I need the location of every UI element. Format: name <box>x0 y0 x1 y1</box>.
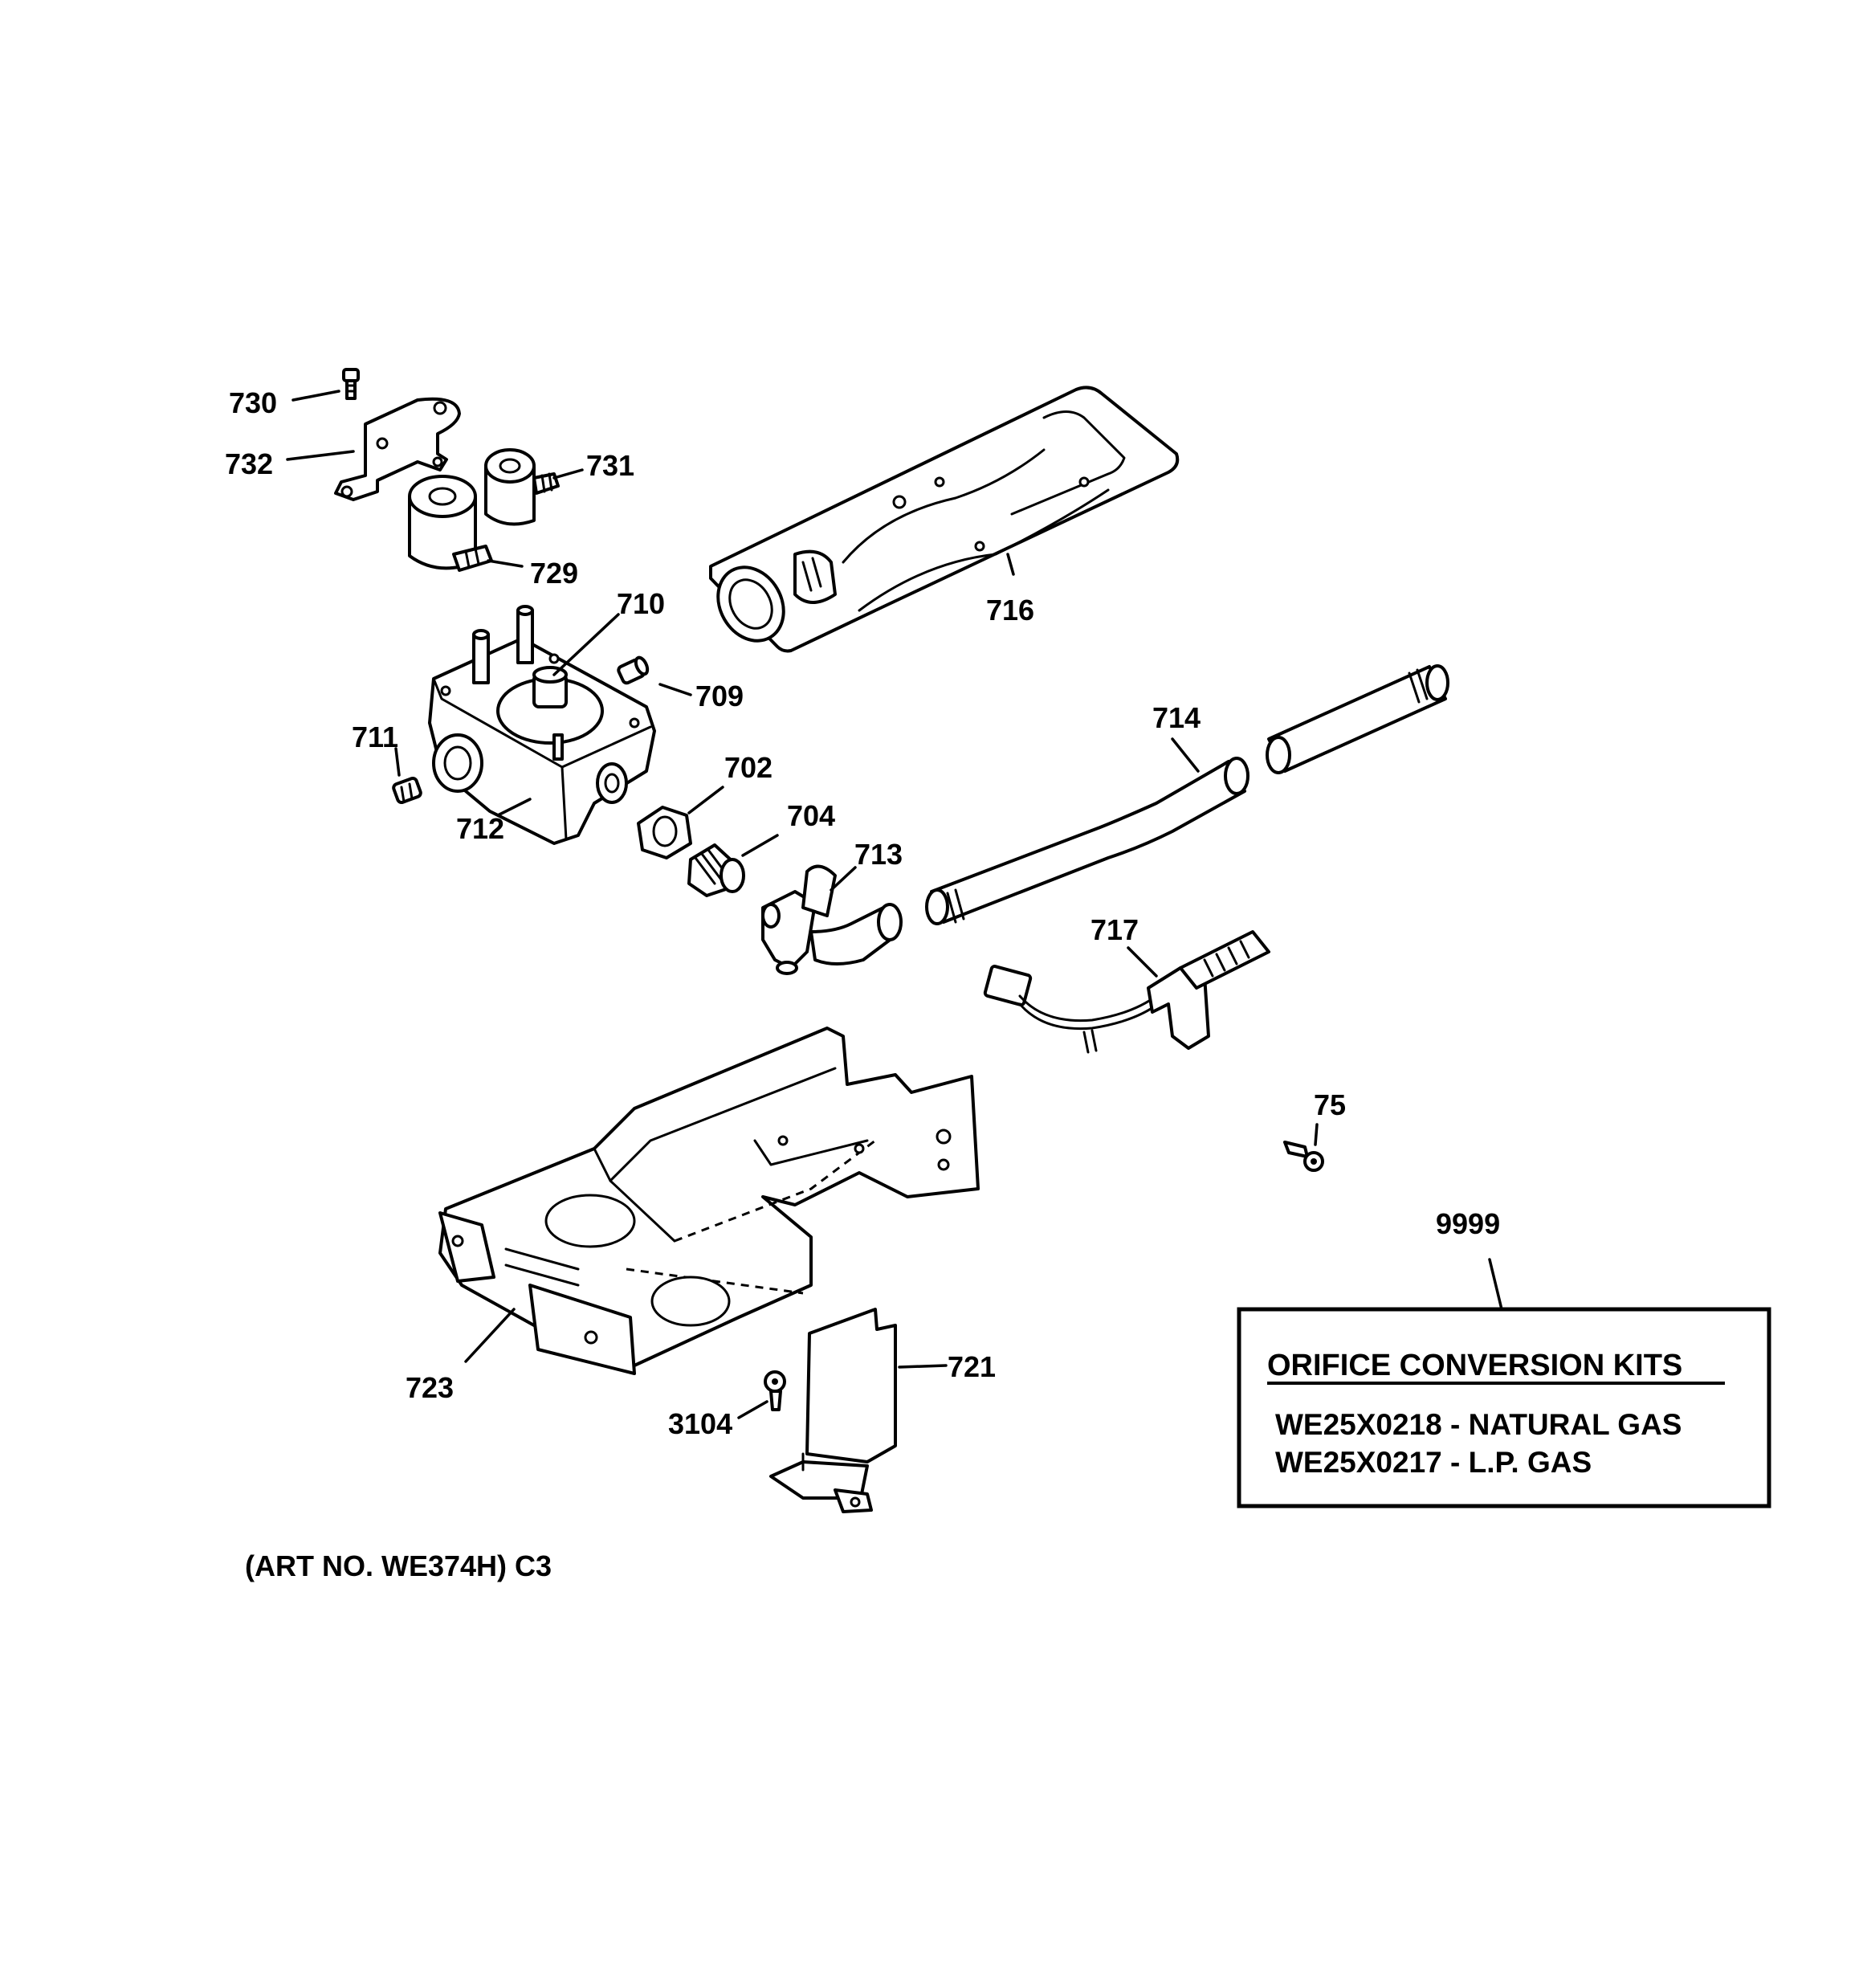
part-713-elbow <box>761 864 903 975</box>
label-729: 729 <box>530 557 578 590</box>
part-723-bracket <box>438 1027 980 1375</box>
label-713: 713 <box>854 838 903 871</box>
label-723: 723 <box>406 1371 454 1404</box>
part-3104-screw <box>764 1370 786 1411</box>
label-9999: 9999 <box>1436 1207 1500 1240</box>
part-714-pipe <box>925 664 1449 925</box>
part-716-burner <box>709 386 1180 653</box>
label-702: 702 <box>724 751 773 784</box>
label-731: 731 <box>586 449 634 482</box>
label-711: 711 <box>352 720 398 753</box>
part-labels: 730 732 731 729 716 710 709 711 702 712 … <box>225 386 1500 1440</box>
part-709-fitting <box>617 655 650 685</box>
part-712-gas-valve <box>428 605 656 845</box>
label-714: 714 <box>1152 701 1201 734</box>
part-702-nut <box>637 806 692 859</box>
label-712: 712 <box>456 812 504 845</box>
kit-line-natural-gas: WE25X0218 - NATURAL GAS <box>1275 1408 1682 1441</box>
part-711-plug <box>392 777 422 804</box>
part-75-screw <box>1283 1141 1324 1172</box>
part-704-orifice <box>687 843 745 897</box>
label-709: 709 <box>695 680 744 712</box>
label-3104: 3104 <box>668 1407 732 1440</box>
label-75: 75 <box>1314 1088 1346 1121</box>
part-731-coil <box>484 448 560 526</box>
kit-line-lp-gas: WE25X0217 - L.P. GAS <box>1275 1446 1592 1479</box>
art-number: (ART NO. WE374H) C3 <box>245 1549 552 1582</box>
part-730-screw <box>342 368 360 400</box>
label-717: 717 <box>1090 913 1139 946</box>
label-732: 732 <box>225 447 273 480</box>
conversion-kit-box: ORIFICE CONVERSION KITS WE25X0218 - NATU… <box>1237 1307 1771 1508</box>
part-721-shield <box>769 1308 897 1513</box>
label-721: 721 <box>948 1350 996 1383</box>
kit-box-title: ORIFICE CONVERSION KITS <box>1267 1349 1682 1382</box>
part-717-igniter <box>983 930 1270 1054</box>
label-704: 704 <box>787 799 835 832</box>
part-729-coil <box>408 475 493 572</box>
label-710: 710 <box>617 587 665 620</box>
label-730: 730 <box>229 386 277 419</box>
leader-lines <box>286 390 1503 1419</box>
label-716: 716 <box>986 594 1034 627</box>
part-732-bracket <box>334 397 461 501</box>
